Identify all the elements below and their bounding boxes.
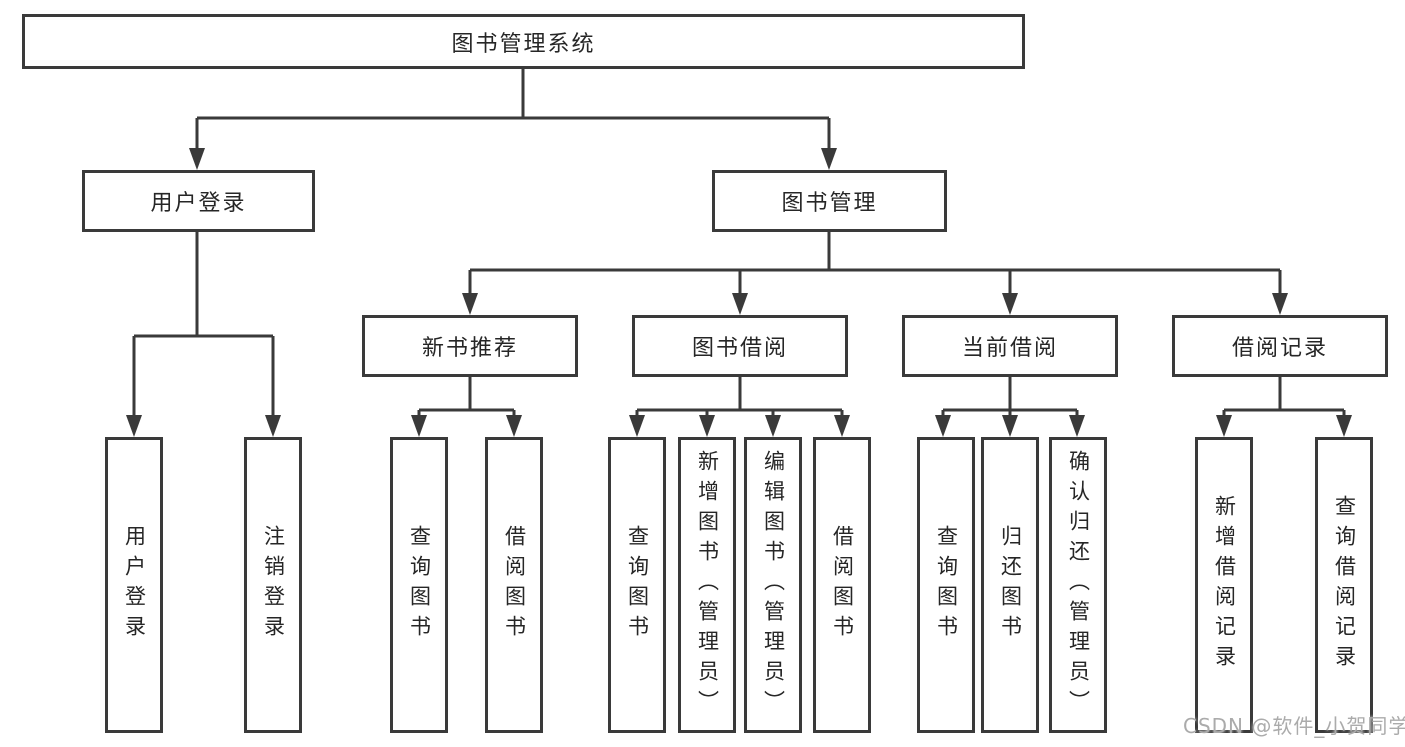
leaf-add-borrow-record: 新增借阅记录: [1195, 437, 1253, 733]
leaf-query-borrow-record: 查询借阅记录: [1315, 437, 1373, 733]
node-label: 当前借阅: [961, 336, 1058, 361]
leaf-label: 查询图书: [934, 525, 959, 645]
leaf-label: 新增借阅记录: [1212, 495, 1237, 675]
node-root: 图书管理系统: [22, 14, 1025, 69]
node-root-label: 图书管理系统: [451, 31, 596, 57]
leaf-label: 借阅图书: [502, 525, 527, 645]
watermark: CSDN @软件_小贺同学: [1183, 714, 1405, 738]
node-new-book-recommend: 新书推荐: [362, 315, 578, 377]
leaf-query-books-borrow: 查询图书: [608, 437, 666, 733]
node-current-borrow: 当前借阅: [902, 315, 1118, 377]
leaf-label: 编辑图书（管理员）: [761, 450, 786, 720]
leaf-label: 确认归还（管理员）: [1066, 450, 1091, 720]
node-user-login-branch: 用户登录: [82, 170, 315, 232]
leaf-query-books-current: 查询图书: [917, 437, 975, 733]
node-label: 图书借阅: [691, 336, 788, 361]
leaf-label: 注销登录: [261, 525, 286, 645]
leaf-user-login: 用户登录: [105, 437, 163, 733]
leaf-return-book: 归还图书: [981, 437, 1039, 733]
leaf-label: 借阅图书: [830, 525, 855, 645]
arrowheads: [126, 148, 1352, 437]
connector-shafts: [132, 69, 1346, 421]
node-label: 用户登录: [150, 191, 247, 216]
leaf-label: 归还图书: [998, 525, 1023, 645]
leaf-logout-login: 注销登录: [244, 437, 302, 733]
leaf-query-books-recommend: 查询图书: [390, 437, 448, 733]
leaf-label: 查询借阅记录: [1332, 495, 1357, 675]
node-label: 借阅记录: [1231, 336, 1328, 361]
node-label: 新书推荐: [421, 336, 518, 361]
leaf-add-book-admin: 新增图书（管理员）: [678, 437, 736, 733]
node-label: 图书管理: [781, 191, 878, 216]
leaf-label: 新增图书（管理员）: [695, 450, 720, 720]
leaf-label: 查询图书: [407, 525, 432, 645]
leaf-borrow-books-borrow: 借阅图书: [813, 437, 871, 733]
node-borrow-records: 借阅记录: [1172, 315, 1388, 377]
leaf-borrow-books-recommend: 借阅图书: [485, 437, 543, 733]
leaf-edit-book-admin: 编辑图书（管理员）: [744, 437, 802, 733]
leaf-confirm-return-admin: 确认归还（管理员）: [1049, 437, 1107, 733]
leaf-label: 用户登录: [122, 525, 147, 645]
node-book-management: 图书管理: [712, 170, 947, 232]
node-book-borrow: 图书借阅: [632, 315, 848, 377]
leaf-label: 查询图书: [625, 525, 650, 645]
